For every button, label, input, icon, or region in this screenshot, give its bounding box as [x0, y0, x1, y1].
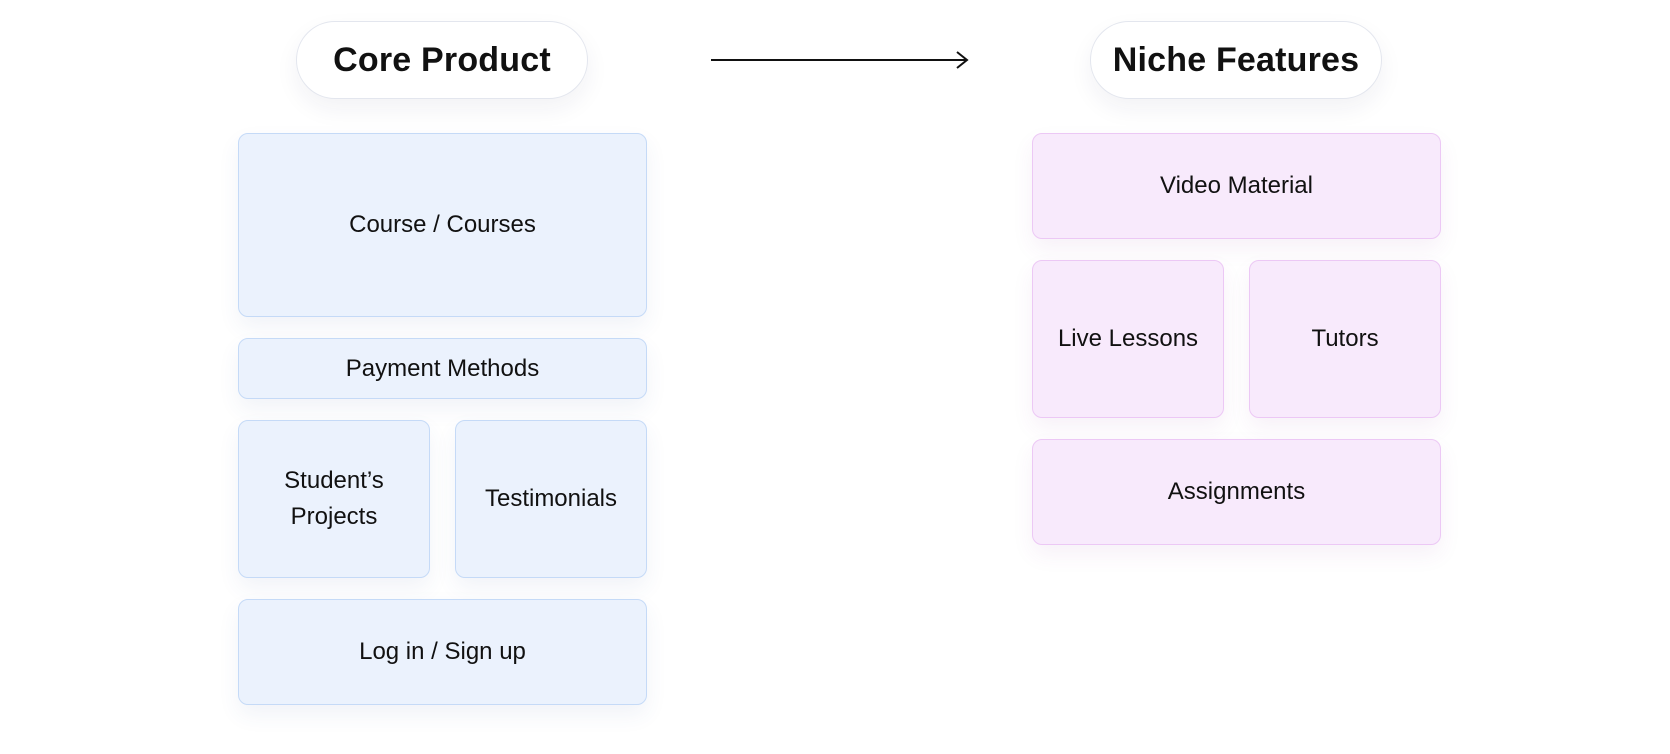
core-item-payment-methods: Payment Methods [238, 338, 647, 399]
core-item-courses: Course / Courses [238, 133, 647, 317]
niche-features-title: Niche Features [1090, 21, 1382, 99]
core-item-students-projects-label: Student’s Projects [284, 467, 384, 530]
arrow-right-icon [711, 51, 969, 69]
niche-item-assignments: Assignments [1032, 439, 1441, 545]
core-item-login-signup: Log in / Sign up [238, 599, 647, 705]
niche-item-video-material: Video Material [1032, 133, 1441, 239]
niche-item-tutors: Tutors [1249, 260, 1441, 418]
core-product-title: Core Product [296, 21, 588, 99]
core-item-testimonials: Testimonials [455, 420, 647, 578]
niche-item-live-lessons: Live Lessons [1032, 260, 1224, 418]
core-item-students-projects: Student’s Projects [238, 420, 430, 578]
